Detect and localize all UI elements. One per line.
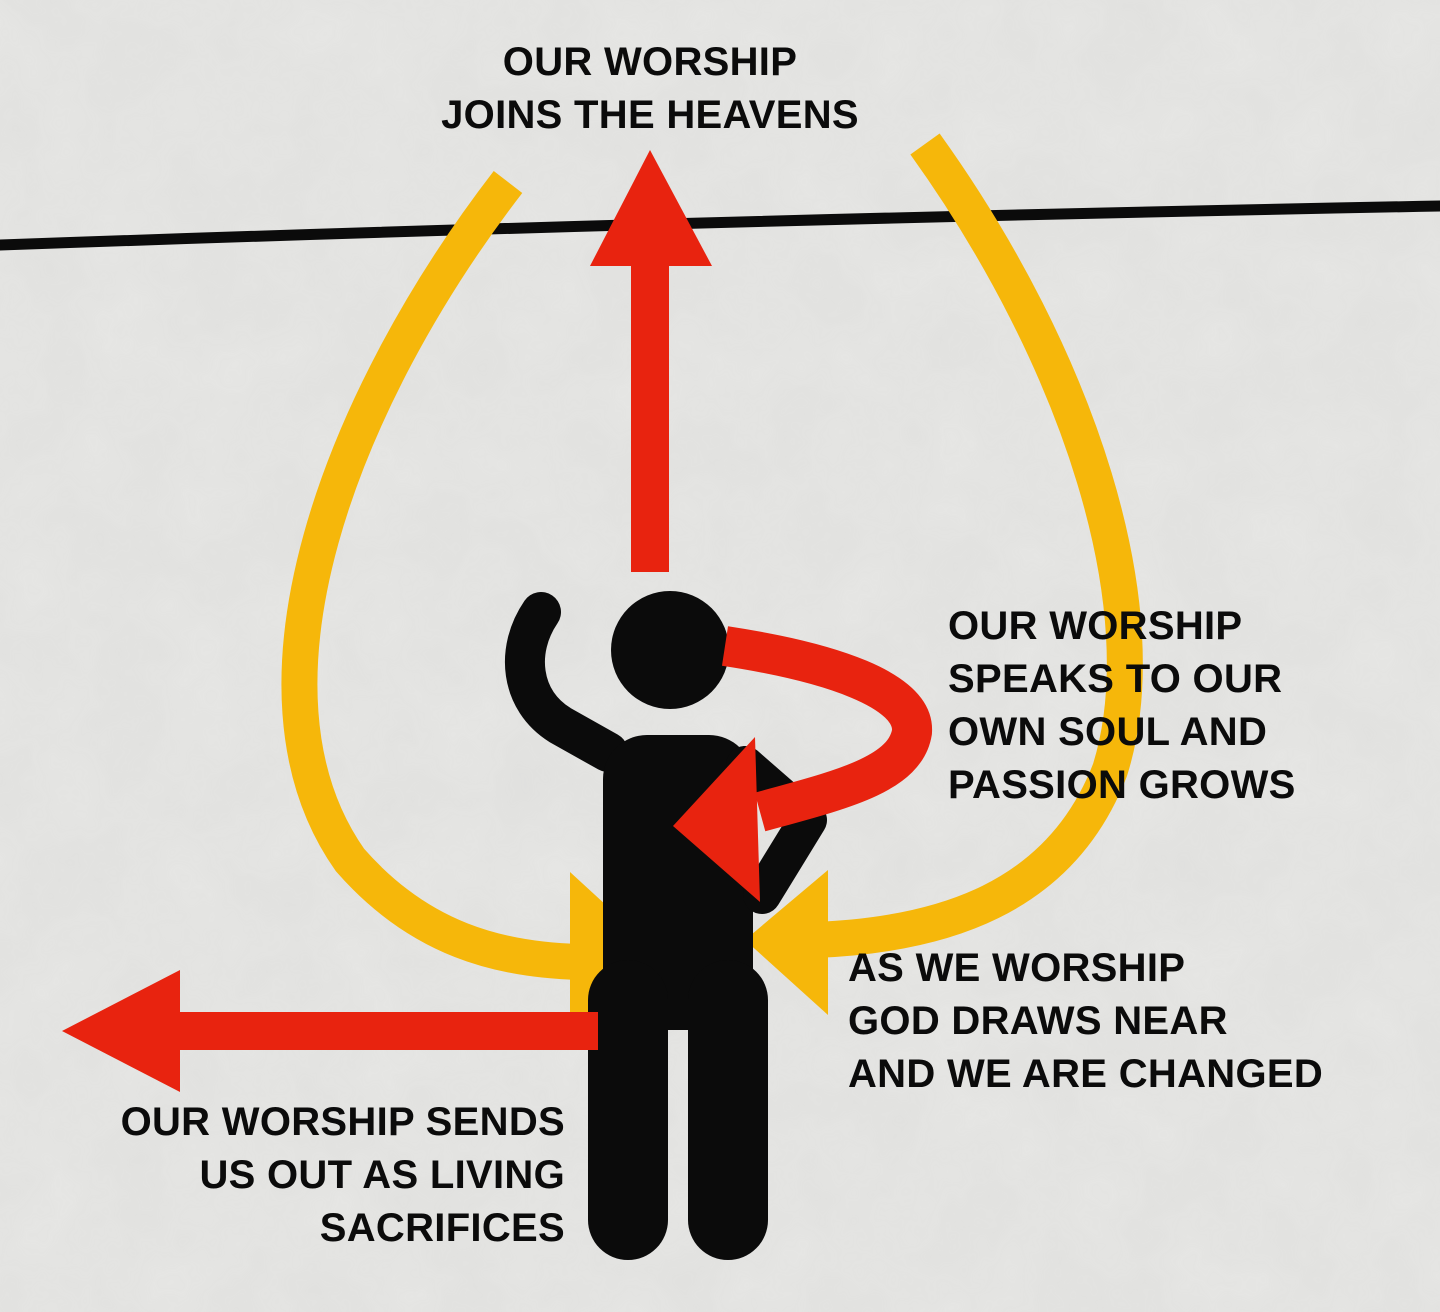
label-sends-us-out: OUR WORSHIP SENDS US OUT AS LIVING SACRI… — [40, 1096, 565, 1255]
person-figure-icon — [504, 591, 827, 1260]
label-line: OUR WORSHIP SENDS — [120, 1100, 565, 1144]
label-line: GOD DRAWS NEAR — [848, 999, 1228, 1043]
yellow-curve-left — [281, 171, 581, 980]
arrow-left-icon — [62, 970, 180, 1092]
label-god-draws-near: AS WE WORSHIP GOD DRAWS NEAR AND WE ARE … — [848, 942, 1323, 1101]
label-speaks-to-soul: OUR WORSHIP SPEAKS TO OUR OWN SOUL AND P… — [948, 600, 1296, 812]
label-line: PASSION GROWS — [948, 763, 1296, 807]
curved-arrow-icon — [721, 626, 932, 832]
label-joins-heavens: OUR WORSHIP JOINS THE HEAVENS — [330, 36, 970, 142]
label-line: OWN SOUL AND — [948, 710, 1268, 754]
yellow-curve-right — [814, 133, 1143, 958]
label-line: AS WE WORSHIP — [848, 946, 1186, 990]
label-line: OUR WORSHIP — [502, 40, 798, 84]
label-line: US OUT AS LIVING — [199, 1153, 565, 1197]
label-line: SACRIFICES — [319, 1206, 565, 1250]
red-arrow-left-shaft — [170, 1012, 598, 1050]
arrow-up-icon — [590, 150, 712, 266]
red-arrowhead-chest — [673, 737, 760, 902]
label-line: AND WE ARE CHANGED — [848, 1052, 1324, 1096]
horizon-line — [0, 200, 1440, 251]
yellow-arrowhead-right — [745, 870, 828, 1015]
label-line: SPEAKS TO OUR — [948, 657, 1283, 701]
red-arrow-up-shaft — [631, 262, 669, 572]
label-line: OUR WORSHIP — [948, 604, 1243, 648]
label-line: JOINS THE HEAVENS — [441, 93, 859, 137]
